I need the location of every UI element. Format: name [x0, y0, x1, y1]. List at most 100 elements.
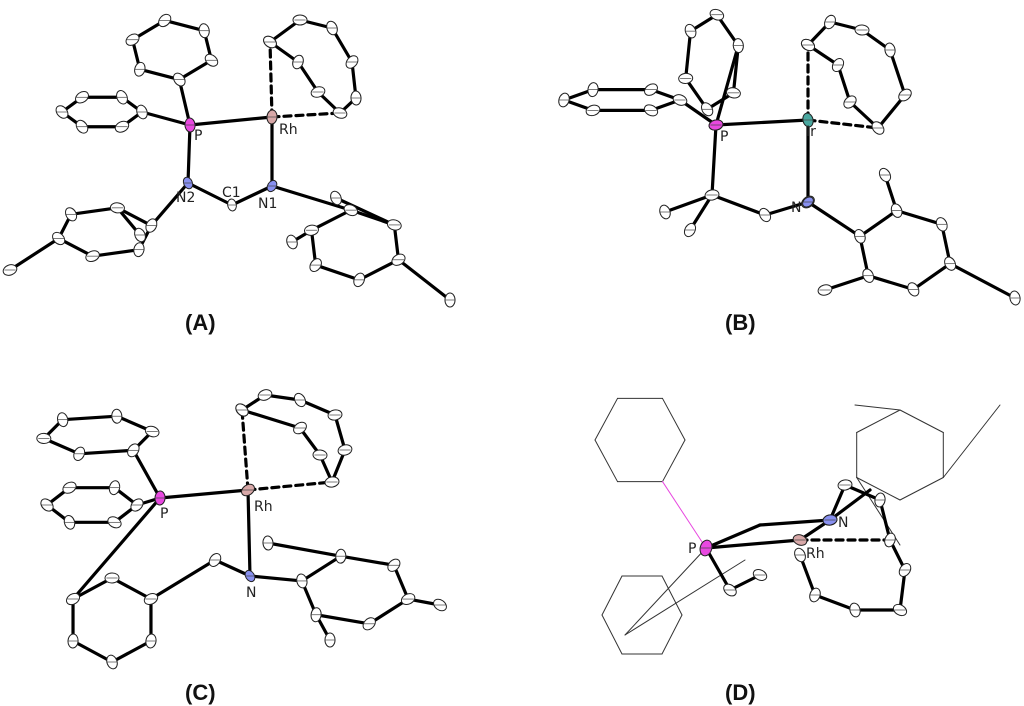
atom-ellipsoid: [350, 90, 362, 106]
bond: [866, 274, 915, 291]
atom-ellipsoid: [944, 256, 957, 271]
atom-ellipsoid: [107, 516, 122, 529]
atom-label-n: N: [838, 515, 848, 531]
bond: [714, 43, 740, 127]
atom-ellipsoid: [73, 446, 86, 461]
atom-ellipsoid: [1009, 290, 1021, 306]
atom-ellipsoid: [809, 587, 821, 603]
bond: [334, 196, 396, 227]
atom-ellipsoid: [678, 72, 694, 84]
bond: [624, 559, 746, 636]
bond: [69, 206, 120, 216]
atom-ellipsoid: [345, 55, 359, 69]
bond: [110, 639, 153, 664]
atom-ellipsoid: [144, 425, 160, 438]
bond: [763, 200, 810, 217]
bond: [899, 409, 944, 433]
bond: [828, 483, 847, 522]
bond: [854, 404, 901, 411]
atom-ellipsoid: [704, 189, 720, 201]
atom-ellipsoid: [114, 120, 130, 133]
atom-ellipsoid: [683, 222, 697, 238]
atom-ellipsoid: [444, 292, 456, 308]
bond: [911, 262, 952, 291]
atom-ellipsoid: [145, 633, 157, 649]
atom-ellipsoid: [154, 490, 166, 506]
atom-ellipsoid: [257, 389, 273, 401]
atom-ellipsoid: [659, 204, 671, 220]
atom-ellipsoid: [56, 412, 69, 428]
atom-ellipsoid: [309, 258, 322, 272]
atom-ellipsoid: [40, 498, 54, 512]
atom-ellipsoid: [898, 88, 912, 102]
panel-caption-d: (D): [725, 680, 756, 705]
atom-ellipsoid: [235, 403, 249, 417]
atom-ellipsoid: [792, 534, 808, 546]
atom-ellipsoid: [862, 268, 875, 283]
atom-ellipsoid: [36, 432, 52, 445]
atom-label-rh: Rh: [279, 122, 298, 138]
atom-label-ir: Ir: [806, 124, 816, 140]
atom-ellipsoid: [723, 583, 737, 597]
atom-ellipsoid: [108, 480, 121, 496]
atom-ellipsoid: [643, 104, 659, 117]
atom-ellipsoid: [890, 203, 903, 218]
bond: [710, 123, 718, 197]
bond: [149, 558, 217, 601]
atom-ellipsoid: [433, 598, 447, 612]
atom-ellipsoid: [817, 284, 833, 296]
atoms: [2, 8, 1021, 670]
atom-ellipsoid: [204, 53, 219, 67]
atom-ellipsoid: [387, 558, 401, 572]
bond: [601, 575, 623, 616]
atom-ellipsoid: [241, 483, 255, 497]
bond: [758, 518, 832, 527]
atom-ellipsoid: [63, 514, 76, 530]
atom-ellipsoid: [133, 242, 145, 258]
atom-ellipsoid: [837, 479, 853, 491]
bond: [661, 575, 683, 616]
bond: [213, 558, 252, 578]
atom-ellipsoid: [64, 207, 78, 222]
atom-ellipsoid: [802, 112, 814, 128]
bond: [131, 448, 162, 500]
bond: [314, 613, 371, 626]
atom-ellipsoid: [292, 54, 304, 70]
bond: [684, 29, 693, 81]
atom-ellipsoid: [266, 179, 278, 193]
atom-ellipsoid: [874, 492, 886, 508]
atom-ellipsoid: [293, 421, 307, 435]
atom-ellipsoid: [109, 202, 125, 214]
dashed-bond: [246, 480, 334, 492]
bond: [71, 639, 114, 664]
atom-ellipsoid: [758, 207, 772, 223]
atom-label-n2: N2: [176, 190, 195, 206]
bond: [392, 223, 401, 262]
atom-ellipsoid: [708, 119, 724, 131]
dashed-bond: [806, 118, 880, 130]
bond: [895, 209, 944, 226]
bond: [367, 597, 410, 626]
atom-ellipsoid: [310, 86, 326, 98]
atom-ellipsoid: [66, 592, 81, 606]
atom-ellipsoid: [335, 548, 347, 564]
bond: [158, 488, 250, 500]
atom-label-p: P: [688, 541, 696, 557]
bond: [858, 209, 899, 238]
bond: [246, 488, 252, 578]
atom-ellipsoid: [310, 607, 322, 623]
atom-ellipsoid: [143, 593, 159, 605]
atom-ellipsoid: [227, 198, 237, 212]
atom-ellipsoid: [326, 20, 338, 36]
atom-ellipsoid: [106, 654, 118, 670]
atom-ellipsoid: [125, 33, 140, 46]
bond: [942, 404, 1001, 478]
bond: [186, 181, 234, 207]
bond: [856, 477, 901, 501]
bond: [309, 208, 353, 232]
atom-ellipsoid: [286, 234, 298, 250]
atom-ellipsoid: [324, 476, 340, 488]
atom-ellipsoid: [111, 408, 123, 424]
atom-ellipsoid: [558, 92, 570, 108]
atom-ellipsoid: [935, 217, 948, 232]
